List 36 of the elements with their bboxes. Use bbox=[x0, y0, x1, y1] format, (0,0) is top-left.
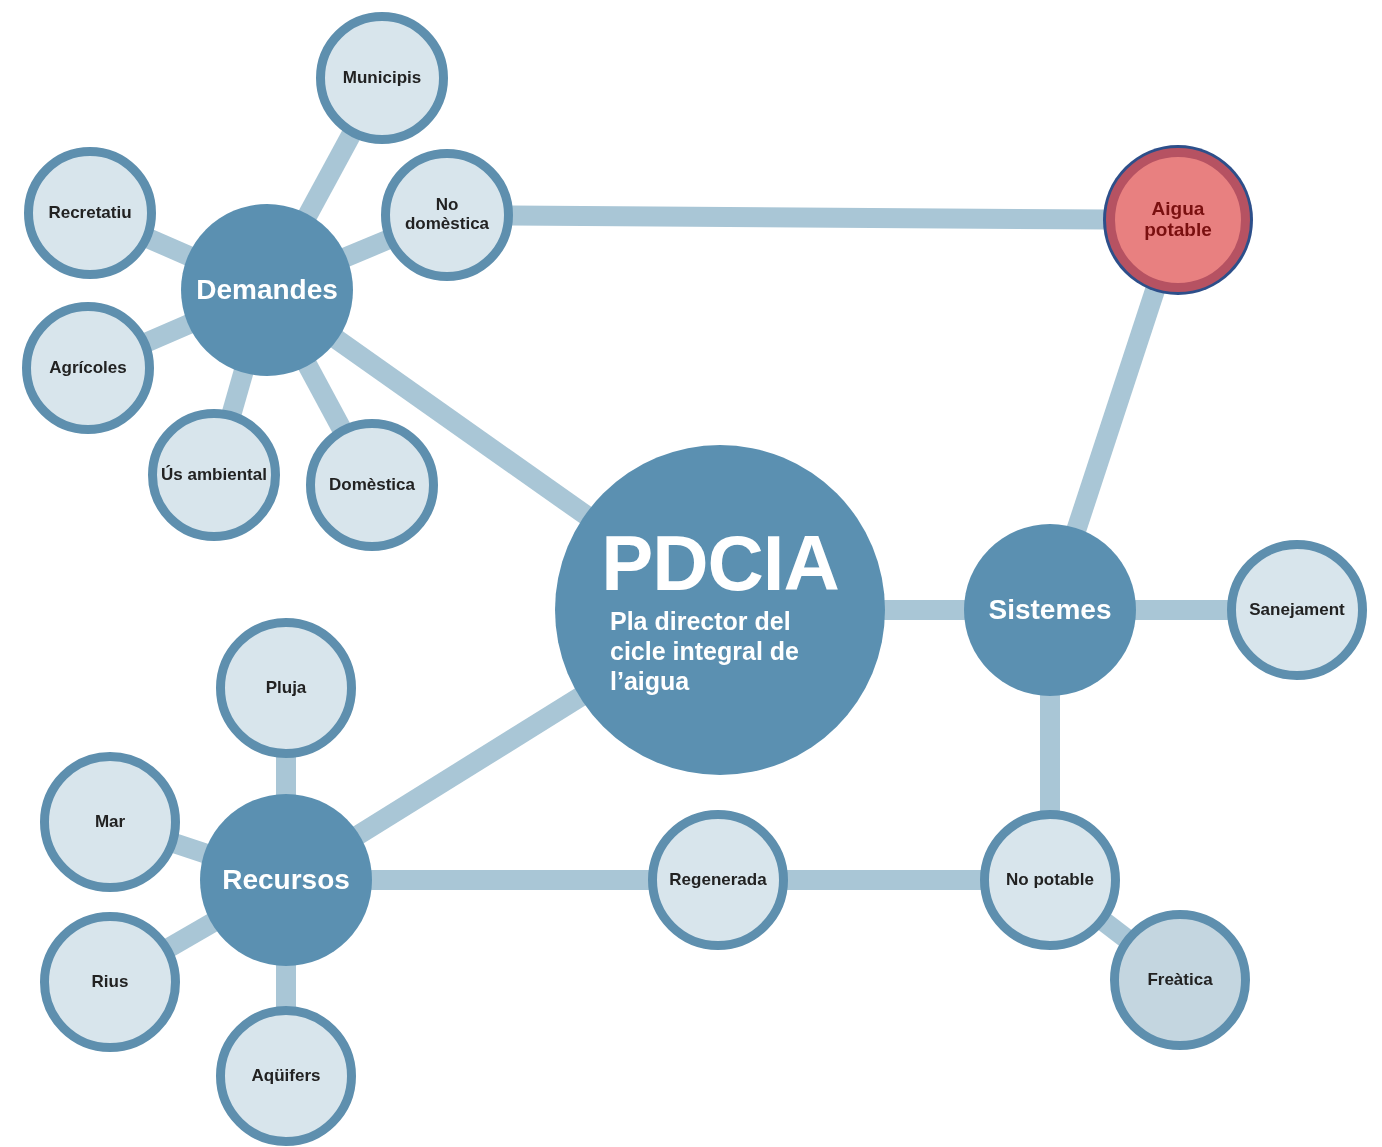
node-label: Ús ambiental bbox=[160, 465, 268, 485]
node-label: Aigua potable bbox=[1143, 199, 1213, 241]
connector-line bbox=[786, 870, 982, 890]
connector-line bbox=[222, 368, 254, 417]
node-label: Aqüifers bbox=[250, 1066, 322, 1086]
connector-line bbox=[370, 870, 650, 890]
node-label: Demandes bbox=[195, 274, 339, 306]
connector-line bbox=[276, 964, 296, 1008]
connector-line bbox=[883, 600, 966, 620]
connector-line bbox=[163, 913, 219, 957]
connector-line bbox=[144, 229, 194, 266]
node-label: Recretatiu bbox=[47, 203, 133, 223]
connector-line bbox=[329, 330, 593, 525]
connector-line bbox=[298, 129, 361, 221]
connector-line bbox=[171, 833, 210, 864]
node-label: Sistemes bbox=[987, 594, 1113, 626]
connector-line bbox=[1097, 913, 1133, 947]
node-label: No domèstica bbox=[403, 196, 491, 234]
connector-line bbox=[276, 756, 296, 796]
connector-line bbox=[340, 230, 392, 267]
node-label: Domèstica bbox=[328, 475, 416, 495]
connector-line bbox=[1134, 600, 1229, 620]
node-label: Regenerada bbox=[668, 870, 768, 890]
node-label: Pluja bbox=[264, 678, 308, 698]
node-label: Municipis bbox=[341, 68, 423, 88]
node-label: Agrícoles bbox=[48, 358, 128, 378]
node-label: Sanejament bbox=[1248, 600, 1346, 620]
node-label: No potable bbox=[1005, 870, 1095, 890]
node-label: Mar bbox=[93, 812, 127, 832]
node-label: Rius bbox=[90, 972, 130, 992]
acronym-title: PDCIA bbox=[600, 524, 840, 602]
connector-line bbox=[352, 687, 587, 845]
node-label: Freàtica bbox=[1146, 970, 1214, 990]
connector-line bbox=[1040, 694, 1060, 812]
subtitle: Pla director del cicle integral de l’aigua bbox=[609, 606, 800, 696]
node-label: Recursos bbox=[221, 864, 351, 896]
